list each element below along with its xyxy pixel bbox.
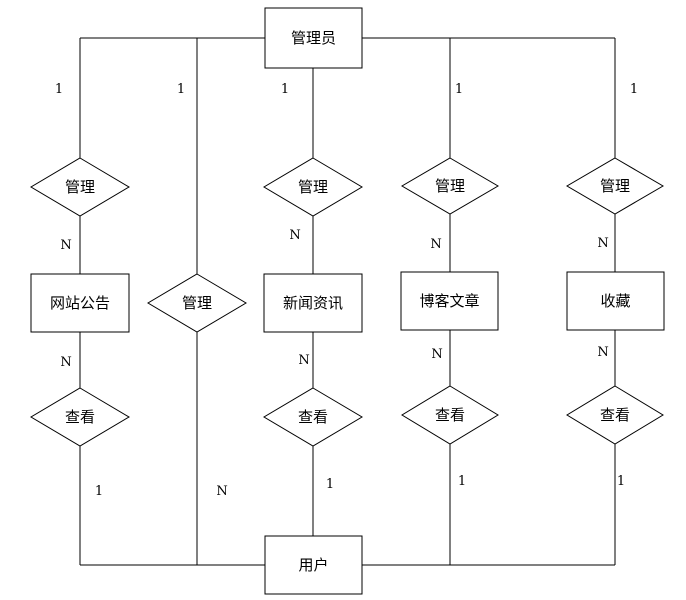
cardinality-one: 1 <box>177 82 185 97</box>
relation-diamond <box>401 157 499 215</box>
entity-admin-box <box>264 7 363 69</box>
entity-blog-label: 博客文章 <box>419 292 479 310</box>
relation-diamond <box>30 157 130 217</box>
relation-view-announcement[interactable]: 查看 <box>30 387 130 447</box>
entity-blog-box <box>400 271 499 331</box>
cardinality-many: N <box>60 355 71 370</box>
entity-favorite[interactable]: 收藏 <box>566 271 665 331</box>
relation-diamond <box>30 387 130 447</box>
relation-diamond <box>566 157 664 215</box>
cardinality-one: 1 <box>617 474 625 489</box>
cardinality-many: N <box>597 236 608 251</box>
relation-label: 查看 <box>65 408 95 426</box>
relation-diamond <box>147 273 247 333</box>
relation-label: 查看 <box>600 406 630 424</box>
cardinality-many: N <box>298 353 309 368</box>
cardinality-one: 1 <box>630 82 638 97</box>
relation-diamond <box>263 387 363 447</box>
cardinality-many: N <box>430 237 441 252</box>
cardinality-one: 1 <box>95 484 103 499</box>
entity-admin[interactable]: 管理员 <box>264 7 363 69</box>
relation-manage-favorite[interactable]: 管理 <box>566 157 664 215</box>
relation-view-favorite[interactable]: 查看 <box>566 385 664 445</box>
entity-news-box <box>263 273 363 333</box>
cardinality-one: 1 <box>281 82 289 97</box>
entity-admin-label: 管理员 <box>291 29 336 47</box>
entity-news-label: 新闻资讯 <box>283 294 343 312</box>
entity-announcement[interactable]: 网站公告 <box>30 273 130 333</box>
cardinality-many: N <box>216 484 227 499</box>
cardinality-many: N <box>289 228 300 243</box>
cardinality-one: 1 <box>455 82 463 97</box>
entity-blog[interactable]: 博客文章 <box>400 271 499 331</box>
relation-label: 管理 <box>600 177 630 195</box>
cardinality-many: N <box>597 345 608 360</box>
entity-user-box <box>264 535 363 595</box>
entity-user-label: 用户 <box>298 556 328 574</box>
relation-view-news[interactable]: 查看 <box>263 387 363 447</box>
relation-label: 管理 <box>65 178 95 196</box>
entity-user[interactable]: 用户 <box>264 535 363 595</box>
entity-announcement-label: 网站公告 <box>50 294 110 312</box>
relation-label: 查看 <box>298 408 328 426</box>
entity-favorite-label: 收藏 <box>600 292 630 310</box>
relation-label: 管理 <box>298 178 328 196</box>
relation-view-blog[interactable]: 查看 <box>401 385 499 445</box>
cardinality-many: N <box>60 238 71 253</box>
relation-manage-blog[interactable]: 管理 <box>401 157 499 215</box>
relation-label: 查看 <box>435 406 465 424</box>
cardinality-many: N <box>431 347 442 362</box>
relation-label: 管理 <box>435 177 465 195</box>
entity-news[interactable]: 新闻资讯 <box>263 273 363 333</box>
relation-manage-user[interactable]: 管理 <box>147 273 247 333</box>
relation-diamond <box>566 385 664 445</box>
cardinality-labels: 1 1 1 1 1 N N N N N N N N 1 1 1 1 N <box>55 82 638 499</box>
entity-favorite-box <box>566 271 665 331</box>
relation-diamond <box>263 157 363 217</box>
relation-diamond <box>401 385 499 445</box>
entity-announcement-box <box>30 273 130 333</box>
cardinality-one: 1 <box>458 474 466 489</box>
cardinality-one: 1 <box>326 477 334 492</box>
relation-manage-news[interactable]: 管理 <box>263 157 363 217</box>
cardinality-one: 1 <box>55 82 63 97</box>
relation-label: 管理 <box>182 294 212 312</box>
relation-manage-announcement[interactable]: 管理 <box>30 157 130 217</box>
connector-lines <box>79 37 616 566</box>
